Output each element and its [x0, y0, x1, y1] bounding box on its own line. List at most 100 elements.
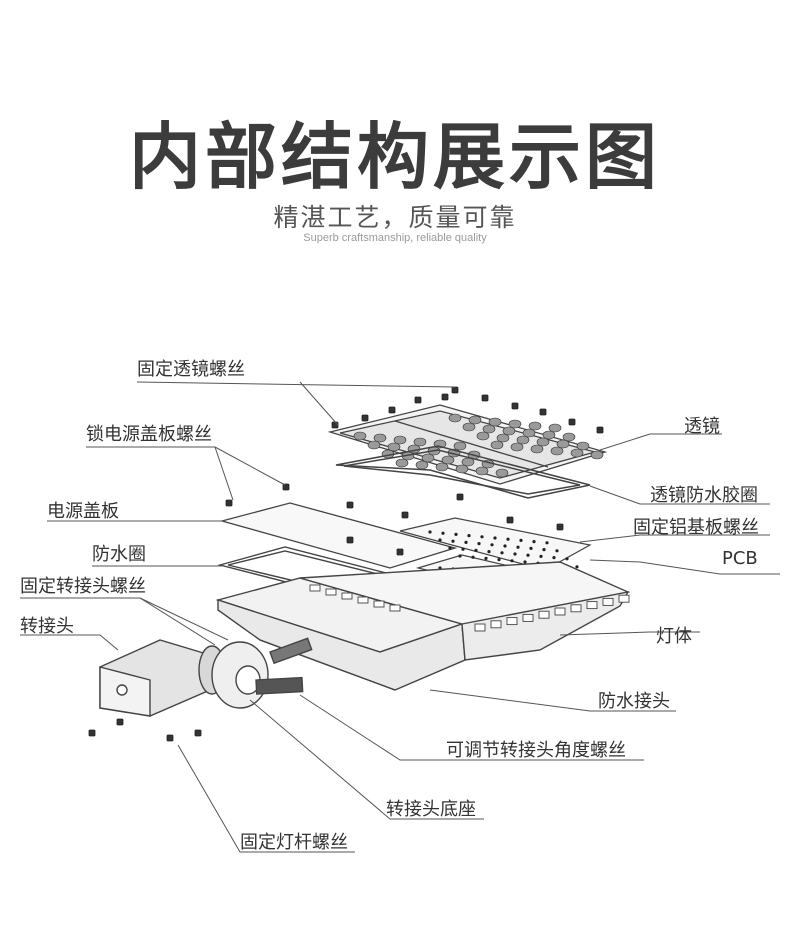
pcb-board-upper [399, 517, 592, 571]
pcb-led [490, 543, 494, 547]
screw [568, 418, 576, 426]
screw [596, 426, 604, 434]
lamp-body-fin [389, 604, 401, 612]
page-title: 内部结构展示图 [128, 115, 661, 199]
pcb-led [497, 558, 501, 562]
lens-dome [476, 431, 490, 441]
label-lens-screw: 固定透镜螺丝 [137, 359, 245, 380]
lens-dome [393, 435, 407, 445]
pcb-led [477, 542, 481, 546]
lamp-body-fins [309, 584, 630, 632]
screw [166, 734, 174, 742]
lens-dome [576, 441, 590, 451]
label-lens-gasket: 透镜防水胶圈 [650, 485, 758, 506]
screw [194, 729, 202, 737]
screw [346, 501, 354, 509]
pcb-led [565, 557, 569, 561]
lens-dome [462, 422, 476, 432]
pcb-led [487, 550, 491, 554]
pcb-led [503, 544, 507, 548]
label-power-cover-screw: 锁电源盖板螺丝 [86, 424, 212, 445]
lamp-body-fin [522, 613, 534, 622]
lens-dome [590, 450, 604, 460]
lens-dome [508, 419, 522, 429]
screw [116, 718, 124, 726]
lens-dome [441, 455, 455, 465]
lens-dome [570, 448, 584, 458]
lens-dome [496, 433, 510, 443]
lens-gasket [335, 445, 591, 499]
lens-dome [421, 453, 435, 463]
lens-dome [387, 442, 401, 452]
lens-dome [562, 432, 576, 442]
lens-dome [502, 426, 516, 436]
lens-dome [542, 430, 556, 440]
lens-dome [548, 423, 562, 433]
pcb-led [464, 540, 468, 545]
label-waterproof-ring: 防水圈 [92, 544, 146, 565]
pcb-led [467, 534, 471, 538]
label-adapter: 转接头 [20, 616, 74, 637]
lens-dome [495, 468, 509, 478]
screw [282, 483, 290, 491]
lens-dome [530, 444, 544, 454]
lens-dome [415, 460, 429, 470]
lens-dome [536, 437, 550, 447]
leader-lines [20, 381, 780, 853]
lens-dome [522, 428, 536, 438]
screw [88, 729, 96, 737]
screw [456, 493, 464, 501]
label-adapter-base: 转接头底座 [386, 799, 476, 820]
page-subtitle-english: Superb craftsmanship, reliable quality [303, 232, 487, 244]
lamp-body-fin [506, 617, 518, 626]
lamp-body-fin [618, 594, 630, 603]
pcb-led [448, 546, 452, 550]
lens-dome [353, 431, 367, 441]
pcb-led [480, 535, 484, 539]
pcb-led [451, 539, 455, 543]
label-adapter-screw: 固定转接头螺丝 [20, 576, 146, 597]
lens-dome [488, 417, 502, 427]
pcb-led [500, 551, 504, 555]
lens-dome [395, 458, 409, 468]
lens-dome [475, 466, 489, 476]
label-lamp-body: 灯体 [656, 626, 692, 647]
screw [396, 548, 404, 556]
screw [451, 386, 459, 394]
lens-dome [528, 421, 542, 431]
pcb-led [526, 553, 530, 557]
pcb-led [471, 555, 475, 559]
pcb-led [552, 556, 556, 560]
pcb-led [545, 541, 549, 545]
screw [511, 402, 519, 410]
pcb-led [510, 559, 514, 563]
lamp-body-fin [586, 601, 598, 610]
lens-dome [455, 464, 469, 474]
pcb-led [428, 530, 432, 534]
lens-dome [516, 435, 530, 445]
pcb-led [529, 546, 533, 551]
label-waterproof-connector: 防水接头 [598, 691, 670, 712]
pcb-led [516, 545, 520, 549]
lamp-body-fin [341, 592, 353, 600]
lamp-body-fin [538, 610, 550, 619]
screw [225, 499, 233, 507]
screw [331, 421, 339, 429]
lamp-body-fin [602, 597, 614, 606]
pcb-led [519, 538, 523, 543]
pcb-led [542, 548, 546, 552]
lens-dome [482, 424, 496, 434]
lens-dome [367, 440, 381, 450]
lens-dome [550, 446, 564, 456]
pcb-led [539, 554, 543, 559]
lens-dome [413, 437, 427, 447]
pcb-led [454, 532, 458, 537]
lamp-body-fin [490, 620, 502, 629]
lens-dome [453, 441, 467, 451]
screw [401, 511, 409, 519]
lamp-body-fin [474, 623, 486, 632]
lamp-body-fin [309, 584, 321, 592]
label-angle-screw: 可调节转接头角度螺丝 [446, 740, 626, 761]
lamp-body-fin [570, 604, 582, 613]
